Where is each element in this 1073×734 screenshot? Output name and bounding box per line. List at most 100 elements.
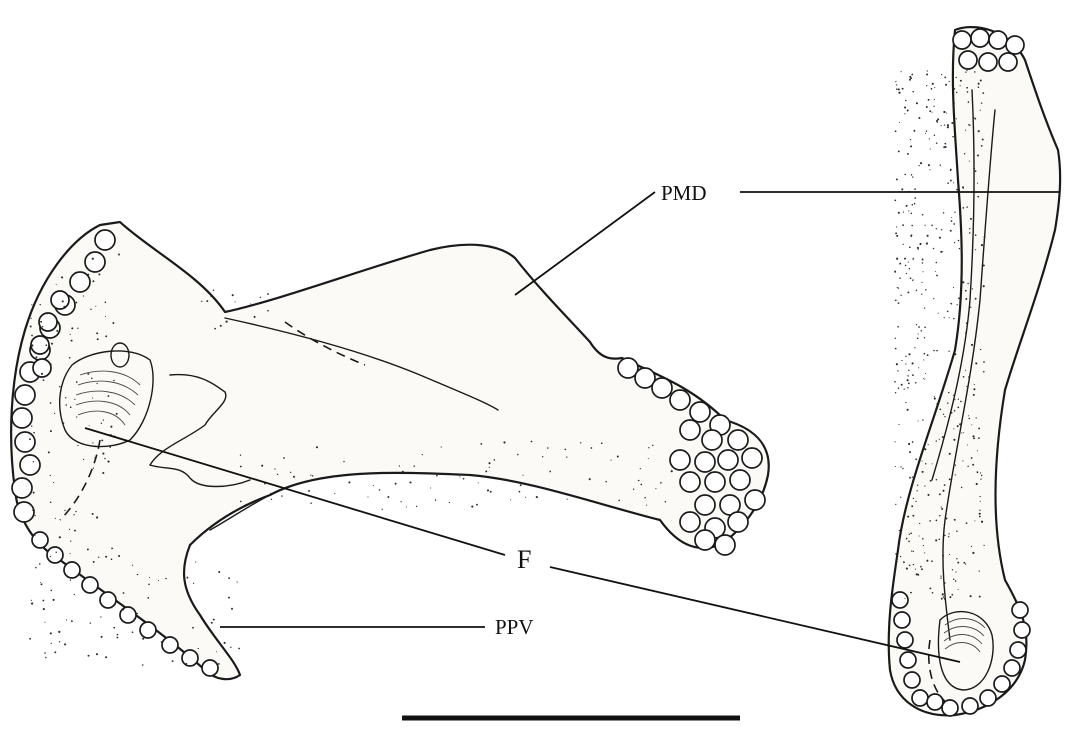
stipple-dot <box>123 609 125 611</box>
stipple-dot <box>931 112 932 113</box>
stipple-dot <box>954 242 955 243</box>
stipple-dot <box>648 458 649 459</box>
stipple-dot <box>906 568 908 570</box>
stipple-dot <box>90 309 91 310</box>
stipple-dot <box>646 505 647 506</box>
stipple-dot <box>91 377 93 379</box>
stipple-dot <box>964 153 965 154</box>
pmd-leader-left <box>515 192 655 295</box>
stipple-dot <box>897 287 898 288</box>
stipple-dot <box>955 465 956 466</box>
stipple-dot <box>907 409 909 411</box>
stipple-dot <box>981 145 983 147</box>
stipple-dot <box>92 398 93 399</box>
stipple-dot <box>441 446 442 447</box>
stipple-dot <box>898 92 900 94</box>
stipple-dot <box>92 258 94 260</box>
stipple-dot <box>965 332 966 333</box>
stipple-dot <box>64 510 65 511</box>
stipple-dot <box>971 344 973 346</box>
stipple-dot <box>517 454 519 456</box>
stipple-dot <box>967 91 969 93</box>
stipple-dot <box>310 475 311 476</box>
stipple-dot <box>919 535 920 536</box>
stipple-dot <box>74 594 75 595</box>
stipple-dot <box>913 258 914 259</box>
stipple-dot <box>39 563 41 565</box>
stipple-dot <box>107 461 109 463</box>
stipple-dot <box>944 598 946 600</box>
stipple-dot <box>922 262 923 263</box>
stipple-dot <box>206 300 208 302</box>
stipple-dot <box>971 424 972 425</box>
stipple-dot <box>40 321 42 323</box>
stipple-dot <box>924 337 925 338</box>
stipple-dot <box>936 479 937 480</box>
stipple-dot <box>979 596 981 598</box>
stipple-dot <box>103 419 104 420</box>
stipple-dot <box>933 106 934 107</box>
stipple-dot <box>976 483 978 485</box>
stipple-dot <box>471 506 473 508</box>
margin-bead <box>64 562 80 578</box>
stipple-dot <box>54 413 55 414</box>
stipple-dot <box>898 287 899 288</box>
stipple-dot <box>488 462 490 464</box>
stipple-dot <box>973 394 975 396</box>
stipple-dot <box>547 447 549 449</box>
stipple-dot <box>93 468 94 469</box>
stipple-dot <box>940 578 941 579</box>
stipple-dot <box>912 374 914 376</box>
stipple-dot <box>66 619 67 620</box>
stipple-dot <box>55 552 56 553</box>
stipple-dot <box>40 582 41 583</box>
stipple-dot <box>112 322 114 324</box>
stipple-dot <box>952 569 953 570</box>
margin-bead <box>47 547 63 563</box>
stipple-dot <box>240 455 241 456</box>
stipple-dot <box>101 439 103 441</box>
margin-bead <box>980 690 996 706</box>
stipple-dot <box>648 447 649 448</box>
stipple-dot <box>536 496 538 498</box>
stipple-dot <box>943 111 945 113</box>
stipple-dot <box>55 518 56 519</box>
stipple-dot <box>954 399 955 400</box>
stipple-dot <box>967 444 968 445</box>
stipple-dot <box>963 188 964 189</box>
stipple-dot <box>896 178 898 180</box>
margin-bead <box>730 470 750 490</box>
stipple-dot <box>932 592 934 594</box>
stipple-dot <box>934 99 935 100</box>
stipple-dot <box>924 379 925 380</box>
stipple-dot <box>939 493 941 495</box>
stipple-dot <box>968 101 970 103</box>
stipple-dot <box>542 456 543 457</box>
stipple-dot <box>962 207 964 209</box>
stipple-dot <box>895 232 897 234</box>
margin-bead <box>971 29 989 47</box>
stipple-dot <box>210 295 212 297</box>
stipple-dot <box>953 395 954 396</box>
stipple-dot <box>51 643 52 644</box>
stipple-dot <box>922 471 924 473</box>
stipple-dot <box>41 373 43 375</box>
stipple-dot <box>927 494 929 496</box>
stipple-dot <box>895 338 896 339</box>
stipple-dot <box>966 206 967 207</box>
stipple-dot <box>936 350 938 352</box>
stipple-dot <box>901 71 902 72</box>
stipple-dot <box>44 652 46 654</box>
stipple-dot <box>958 398 959 399</box>
stipple-dot <box>64 643 66 645</box>
stipple-dot <box>123 592 125 594</box>
stipple-dot <box>894 381 896 383</box>
stipple-dot <box>910 139 911 140</box>
stipple-dot <box>928 99 930 101</box>
margin-bead <box>95 230 115 250</box>
margin-bead <box>705 472 725 492</box>
stipple-dot <box>905 363 906 364</box>
stipple-dot <box>77 445 78 446</box>
stipple-dot <box>134 618 135 619</box>
stipple-dot <box>901 188 903 190</box>
